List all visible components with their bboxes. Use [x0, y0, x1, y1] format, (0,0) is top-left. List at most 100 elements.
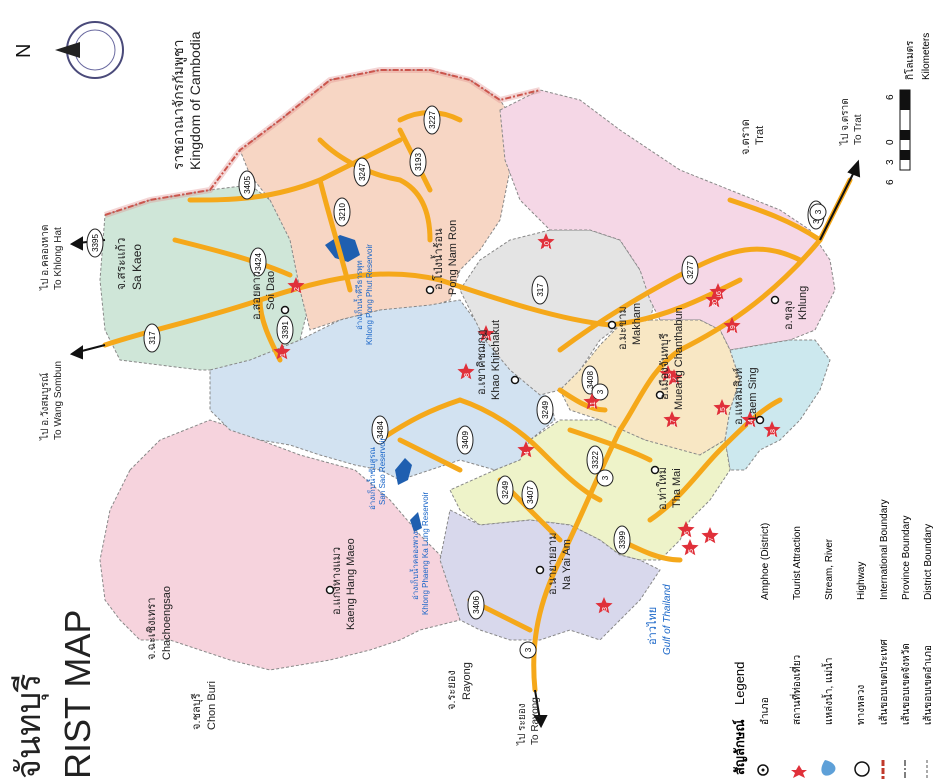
district-center-kaeng-hang-maeo[interactable]: [325, 585, 335, 595]
road-badge-317[interactable]: 317: [531, 275, 549, 305]
legend-item-5-en: Province Boundary: [901, 516, 912, 601]
road-badge-shape: [86, 228, 104, 258]
district-center-tha-mai[interactable]: [650, 465, 660, 475]
attraction-20[interactable]: 20: [705, 291, 723, 308]
road-3409[interactable]: [397, 437, 463, 473]
reservoir-sansu[interactable]: [395, 458, 412, 485]
road-badge-3405[interactable]: 3405: [238, 170, 256, 200]
attraction-15[interactable]: 15: [713, 399, 731, 416]
road-badge-3409[interactable]: 3409: [456, 425, 474, 455]
road-3408[interactable]: [557, 387, 608, 413]
cambodia-thai: ราชอาณาจักรกัมพูชา: [170, 40, 187, 171]
sakaeo-en: Sa Kaeo: [130, 244, 144, 290]
reservoir-khiri[interactable]: [325, 235, 360, 262]
legend-item-5-thai: เส้นขอบเขตจังหวัด: [900, 643, 912, 725]
district-center-makham[interactable]: [607, 320, 617, 330]
attraction-19[interactable]: 19: [723, 317, 741, 334]
attraction-13[interactable]: 13: [659, 365, 677, 382]
attraction-12[interactable]: 12: [665, 369, 683, 386]
road-badge-317[interactable]: 317: [143, 323, 161, 353]
road-3249[interactable]: [457, 397, 603, 503]
attraction-3[interactable]: 3: [595, 597, 613, 614]
road-badge-label: 3: [601, 475, 610, 480]
attraction-number: 7: [708, 537, 715, 541]
road-badge-shape: [423, 105, 441, 135]
attraction-7[interactable]: 7: [701, 527, 719, 544]
road-3322[interactable]: [567, 427, 653, 463]
road-badge-3249[interactable]: 3249: [536, 395, 554, 425]
district-label-pong-en: Pong Nam Ron: [447, 220, 459, 295]
arrow-trat[interactable]: [819, 169, 856, 241]
attraction-2[interactable]: 2: [287, 277, 305, 294]
attraction-18[interactable]: 18: [763, 421, 781, 438]
attraction-11[interactable]: 11: [583, 393, 601, 410]
road-badge-3227[interactable]: 3227: [423, 105, 441, 135]
district-center-soi-dao[interactable]: [280, 305, 290, 315]
attraction-1[interactable]: 1: [273, 343, 291, 360]
district-center-khao-khitchakut[interactable]: [510, 375, 520, 385]
road-3391[interactable]: [257, 297, 283, 363]
gulf-thai: อ่าวไทย: [646, 607, 659, 645]
road-3210[interactable]: [317, 177, 353, 293]
legend-title-en: Legend: [732, 662, 747, 705]
region-laem-sing[interactable]: [724, 339, 831, 471]
road-badge-3322[interactable]: 3322: [586, 445, 604, 475]
road-badge-3484[interactable]: 3484: [371, 415, 389, 445]
attraction-10[interactable]: 10: [537, 233, 555, 250]
reservoir-sansu-thai: อ่างเก็บน้ำซับสูรณ: [366, 446, 378, 510]
road-3484[interactable]: [377, 397, 463, 443]
road-badge-shape: [809, 203, 827, 221]
attraction-17[interactable]: 17: [663, 411, 681, 428]
attraction-14[interactable]: 14: [741, 411, 759, 428]
road-badge-label: 3406: [472, 596, 481, 614]
road-badge-3[interactable]: 3: [591, 383, 609, 401]
road-badge-3391[interactable]: 3391: [276, 315, 294, 345]
road-3[interactable]: [531, 177, 853, 693]
star-icon: [477, 325, 495, 342]
road-badge-3399[interactable]: 3399: [613, 525, 631, 555]
road-badge-3193[interactable]: 3193: [409, 147, 427, 177]
legend-item-0-en: Amphoe (District): [760, 523, 771, 600]
road-badge-3[interactable]: 3: [809, 203, 827, 221]
legend-item-3-en: Highway: [856, 562, 867, 600]
scale-bar: 6 3 0 6 กิโลเมตร Kilometers: [885, 33, 932, 185]
star-icon: [705, 291, 723, 308]
road-badge-3406[interactable]: 3406: [467, 590, 485, 620]
road-badge-3249[interactable]: 3249: [496, 475, 514, 505]
district-center-pong-nam-ron[interactable]: [425, 285, 435, 295]
district-center-na-yai-am[interactable]: [535, 565, 545, 575]
attraction-6[interactable]: 6: [677, 521, 695, 538]
road-badge-3424[interactable]: 3424: [249, 247, 267, 277]
road-badge-shape: [467, 590, 485, 620]
star-icon: [701, 527, 719, 544]
attraction-5[interactable]: 5: [681, 539, 699, 556]
sakaeo-thai: จ.สระแก้ว: [114, 238, 128, 290]
road-badge-3407[interactable]: 3407: [521, 480, 539, 510]
road-badge-3[interactable]: 3: [519, 641, 537, 659]
road-coastal[interactable]: [647, 397, 783, 523]
road-3424[interactable]: [172, 237, 293, 278]
attraction-9[interactable]: 9: [477, 325, 495, 342]
district-center-laem-sing[interactable]: [755, 415, 765, 425]
road-badge-3247[interactable]: 3247: [353, 157, 371, 187]
region-kaeng-hang-maeo[interactable]: [99, 419, 471, 671]
road-3247[interactable]: [317, 137, 433, 243]
district-center-mueang[interactable]: [655, 390, 665, 400]
district-label-makham-thai: อ.มะขาม: [617, 306, 629, 350]
attraction-number: 4: [524, 451, 531, 455]
road-badge-3[interactable]: 3: [596, 469, 614, 487]
road-317[interactable]: [102, 271, 743, 348]
reservoir-phluang[interactable]: [410, 512, 422, 532]
star-icon: [663, 411, 681, 428]
attraction-4[interactable]: 4: [517, 441, 535, 458]
attraction-8[interactable]: 8: [457, 363, 475, 380]
attraction-number: 8: [464, 373, 471, 377]
road-badge-label: 3322: [591, 451, 600, 469]
road-badge-3395[interactable]: 3395: [86, 228, 104, 258]
road-badge-3210[interactable]: 3210: [333, 197, 351, 227]
district-center-khlung[interactable]: [770, 295, 780, 305]
scale-km-thai: กิโลเมตร: [903, 40, 916, 80]
legend-item-6-en: District Boundary: [923, 524, 934, 600]
road-3447[interactable]: [727, 197, 823, 243]
road-badge-3277[interactable]: 3277: [681, 255, 699, 285]
